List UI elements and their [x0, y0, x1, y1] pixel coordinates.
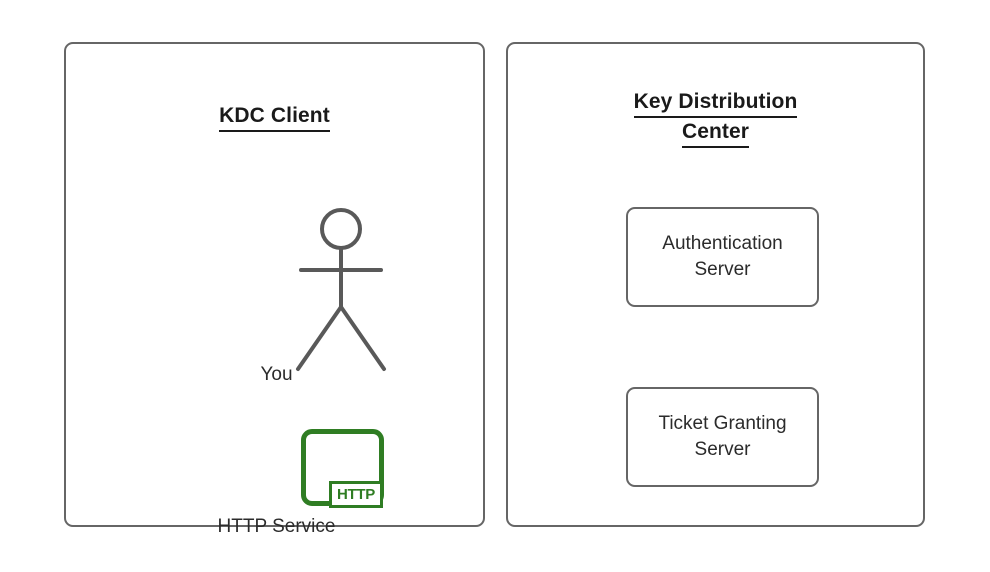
http-badge-text: HTTP [337, 486, 375, 503]
authentication-server-line-2: Server [694, 259, 751, 280]
authentication-server-box: Authentication Server [626, 207, 819, 307]
authentication-server-line-1: Authentication [662, 233, 783, 254]
kdc-panel-title-line-1: Key Distribution [633, 88, 798, 118]
ticket-granting-server-line-1: Ticket Granting [658, 413, 787, 434]
kdc-panel-title: Key Distribution Center [508, 88, 923, 148]
kdc-client-panel: KDC Client You HTTP HTTP Service [64, 42, 485, 537]
figure-right-leg [339, 305, 386, 371]
kdc-client-title-text: KDC Client [219, 102, 330, 132]
figure-head [320, 208, 362, 250]
kdc-panel-title-line-2: Center [681, 118, 750, 148]
actor-label: You [260, 364, 293, 385]
key-distribution-center-panel: Key Distribution Center Authentication S… [506, 42, 925, 527]
ticket-granting-server-label: Ticket Granting Server [658, 411, 786, 463]
http-service-icon: HTTP [294, 422, 390, 514]
ticket-granting-server-line-2: Server [694, 439, 751, 460]
kdc-client-title: KDC Client [66, 102, 483, 132]
stick-figure-icon [274, 199, 408, 399]
figure-left-leg [296, 305, 343, 371]
http-service-badge: HTTP [329, 481, 383, 508]
http-service-label: HTTP Service [217, 516, 336, 537]
ticket-granting-server-box: Ticket Granting Server [626, 387, 819, 487]
authentication-server-label: Authentication Server [662, 231, 782, 283]
